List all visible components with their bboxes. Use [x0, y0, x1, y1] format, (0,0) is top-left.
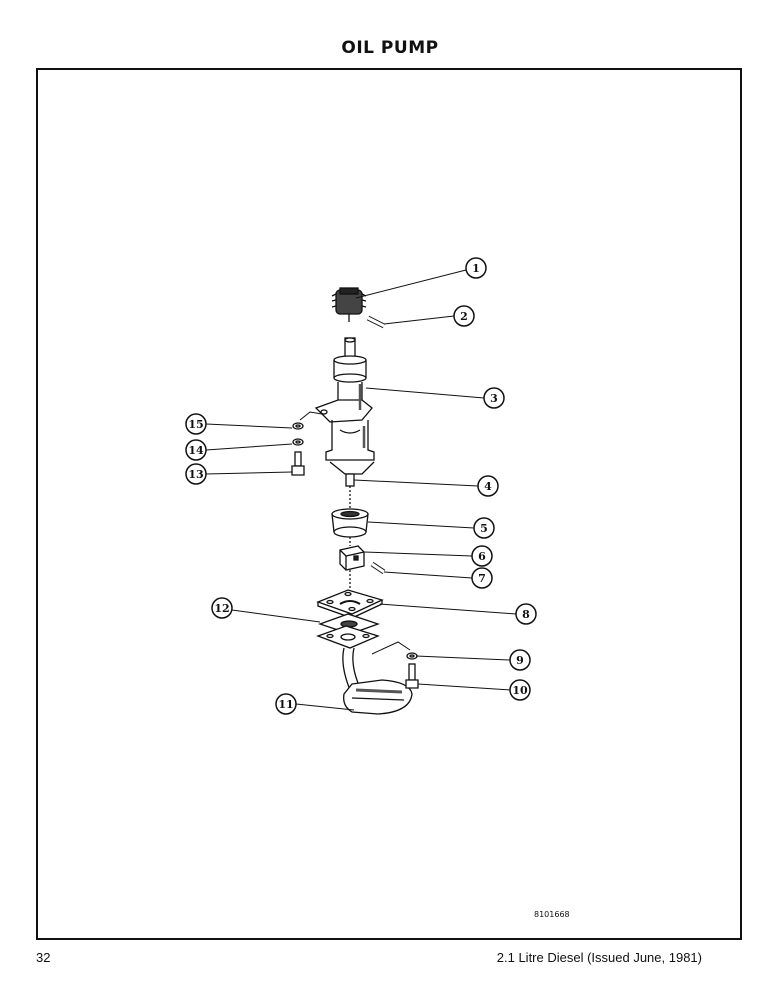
page-title: OIL PUMP — [341, 38, 439, 58]
svg-text:5: 5 — [480, 522, 488, 535]
leader-lines — [205, 269, 517, 711]
callout-12: 12 — [211, 597, 233, 619]
drawing-code: 8101668 — [534, 910, 570, 919]
callout-1: 1 — [465, 257, 487, 279]
part-outer-rotor — [331, 508, 369, 546]
part-inner-rotor — [339, 545, 365, 590]
svg-text:3: 3 — [490, 392, 498, 405]
svg-text:13: 13 — [188, 468, 203, 481]
callout-13: 13 — [185, 463, 207, 485]
callout-14: 14 — [185, 439, 207, 461]
callout-6: 6 — [471, 545, 493, 567]
svg-text:7: 7 — [478, 572, 486, 585]
callout-10: 10 — [509, 679, 531, 701]
svg-text:4: 4 — [484, 480, 492, 493]
callout-4: 4 — [477, 475, 499, 497]
part-drive-gear — [331, 287, 367, 322]
part-lower-bolt — [405, 663, 419, 689]
svg-text:9: 9 — [516, 654, 524, 667]
footer-publication: 2.1 Litre Diesel (Issued June, 1981) — [496, 950, 702, 965]
part-upper-bolt — [291, 451, 305, 476]
part-lower-washer — [371, 641, 418, 660]
part-rotor-pin — [370, 561, 386, 575]
callout-8: 8 — [515, 603, 537, 625]
svg-text:2: 2 — [460, 310, 468, 323]
part-upper-spring-washer — [292, 411, 323, 430]
callouts: 1 2 3 4 5 6 7 8 9 10 11 12 13 14 15 — [185, 257, 537, 715]
diagram-frame — [36, 68, 742, 940]
callout-3: 3 — [483, 387, 505, 409]
callout-7: 7 — [471, 567, 493, 589]
part-upper-flat-washer — [292, 438, 304, 446]
callout-9: 9 — [509, 649, 531, 671]
page-number: 32 — [36, 950, 51, 965]
svg-text:1: 1 — [472, 262, 480, 275]
part-pump-body — [314, 337, 375, 475]
callout-2: 2 — [453, 305, 475, 327]
svg-text:15: 15 — [188, 418, 203, 431]
svg-text:14: 14 — [188, 444, 204, 457]
part-drive-shaft — [345, 473, 355, 508]
svg-text:8: 8 — [522, 608, 530, 621]
callout-15: 15 — [185, 413, 207, 435]
callout-11: 11 — [275, 693, 297, 715]
part-strainer-pipe — [316, 625, 413, 715]
svg-text:12: 12 — [214, 602, 229, 615]
svg-text:6: 6 — [478, 550, 486, 563]
svg-text:10: 10 — [512, 684, 528, 697]
svg-text:11: 11 — [278, 698, 293, 711]
part-roll-pin — [366, 315, 386, 329]
part-cover-plate — [316, 589, 384, 619]
callout-5: 5 — [473, 517, 495, 539]
